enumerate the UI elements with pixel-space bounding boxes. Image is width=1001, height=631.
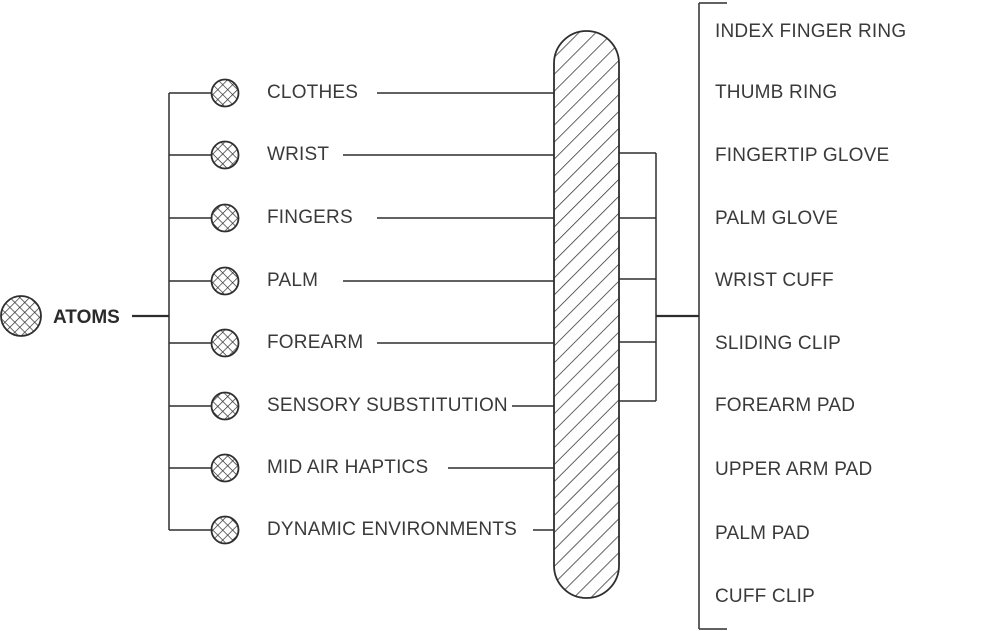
- atom-item: CLOTHES: [169, 78, 554, 108]
- atom-label: PALM: [267, 270, 318, 291]
- atom-item: FOREARM: [169, 328, 554, 358]
- atom-item: DYNAMIC ENVIRONMENTS: [169, 515, 554, 545]
- form-label: INDEX FINGER RING: [715, 21, 906, 42]
- form-label: PALM PAD: [715, 523, 810, 544]
- atom-label: FINGERS: [267, 207, 353, 228]
- form-label: WRIST CUFF: [715, 270, 834, 291]
- form-label: THUMB RING: [715, 82, 837, 103]
- atom-crosshatch-icon: [210, 203, 240, 233]
- root-node: ATOMS: [0, 295, 169, 337]
- atom-label: FOREARM: [267, 332, 363, 353]
- form-label: FINGERTIP GLOVE: [715, 145, 889, 166]
- atom-crosshatch-icon: [210, 266, 240, 296]
- atom-item: MID AIR HAPTICS: [169, 453, 554, 483]
- form-label: PALM GLOVE: [715, 208, 838, 229]
- mapping-bar: [553, 30, 620, 599]
- root-label: ATOMS: [53, 307, 120, 328]
- atom-crosshatch-icon: [210, 453, 240, 483]
- atom-item: PALM: [169, 266, 554, 296]
- atom-item: FINGERS: [169, 203, 554, 233]
- atom-item: WRIST: [169, 140, 554, 170]
- atom-crosshatch-icon: [210, 328, 240, 358]
- atom-crosshatch-icon: [210, 140, 240, 170]
- forms-bracket: [698, 2, 727, 630]
- atom-crosshatch-icon: [210, 391, 240, 421]
- atom-label: CLOTHES: [267, 82, 358, 103]
- atom-label: DYNAMIC ENVIRONMENTS: [267, 519, 517, 540]
- form-label: CUFF CLIP: [715, 586, 815, 607]
- atom-crosshatch-icon: [210, 515, 240, 545]
- atoms-list: CLOTHES WRIST FINGERS PALM FOREARM SENSORY SU…: [169, 78, 554, 545]
- form-label: SLIDING CLIP: [715, 333, 841, 354]
- atom-label: WRIST: [267, 144, 329, 165]
- mapping-bar-outline: [553, 30, 620, 599]
- root-crosshatch-icon: [0, 295, 42, 337]
- atom-label: SENSORY SUBSTITUTION: [267, 395, 508, 416]
- mapping-bar-hatch: [554, 31, 619, 598]
- forms-list: INDEX FINGER RING THUMB RING FINGERTIP GLO…: [715, 21, 906, 607]
- form-label: FOREARM PAD: [715, 395, 855, 416]
- atom-crosshatch-icon: [210, 78, 240, 108]
- atom-label: MID AIR HAPTICS: [267, 457, 428, 478]
- pill-to-forms-connectors: [619, 152, 699, 402]
- atom-item: SENSORY SUBSTITUTION: [169, 391, 554, 421]
- form-label: UPPER ARM PAD: [715, 459, 872, 480]
